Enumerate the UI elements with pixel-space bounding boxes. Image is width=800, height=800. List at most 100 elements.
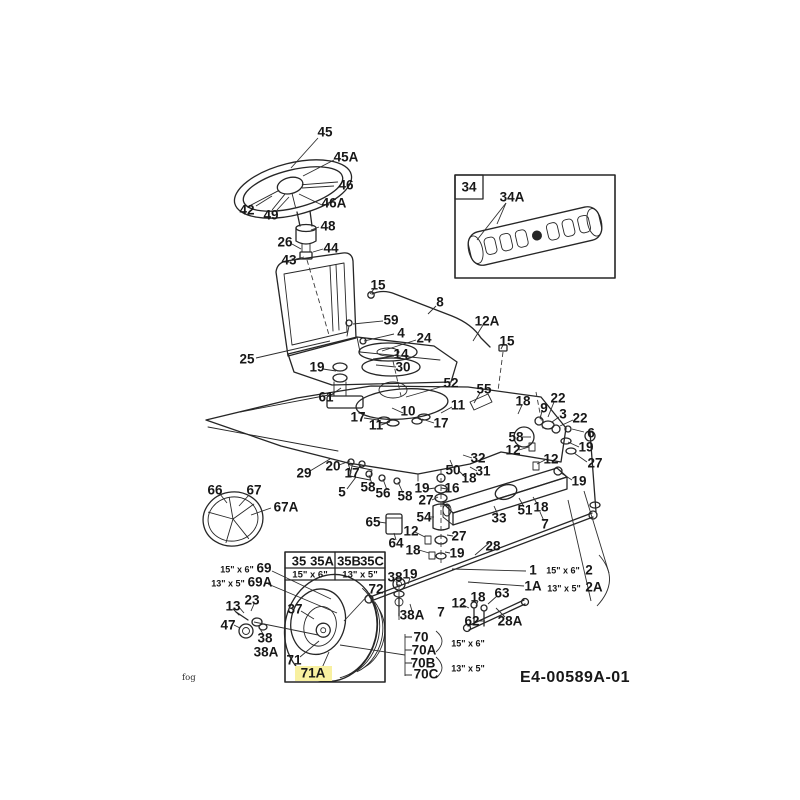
part-label-15: 15 (370, 278, 386, 293)
part-label-34a: 34A (500, 190, 525, 205)
leader-line (290, 137, 319, 169)
part-label-10: 10 (400, 404, 415, 419)
leader-line (363, 333, 395, 342)
part-label-49: 49 (263, 208, 278, 223)
leader-line (276, 196, 290, 211)
leader-line (380, 421, 391, 426)
part-label-24: 24 (416, 331, 432, 346)
part-label-28: 28 (485, 539, 501, 554)
leader-line (418, 549, 430, 554)
table-header-35a: 35A (310, 553, 334, 568)
leader-line (382, 478, 388, 491)
part-label-7: 7 (541, 517, 549, 532)
part-label-28a: 28A (498, 614, 523, 629)
leader-line (330, 387, 342, 396)
leader-line (473, 392, 481, 404)
part-label-56: 56 (375, 486, 391, 501)
part-label-70c: 70C (414, 667, 439, 682)
part-label-1: 1 (529, 563, 537, 578)
leader-line (346, 476, 357, 490)
part-label-58: 58 (508, 430, 524, 445)
leader-line (312, 248, 324, 253)
leader-line (309, 458, 331, 472)
part-label-20: 20 (325, 459, 340, 474)
part-label-27: 27 (587, 456, 602, 471)
leader-line (539, 410, 543, 420)
part-label-19: 19 (402, 567, 417, 582)
leader-line (573, 452, 588, 463)
leader-line (427, 487, 436, 490)
leader-line (381, 339, 417, 352)
leader-line (405, 385, 445, 398)
watermark-text: fog (182, 673, 196, 683)
part-label-19: 19 (309, 360, 324, 375)
leader-line (446, 534, 454, 537)
part-label-58: 58 (360, 480, 376, 495)
part-label-70b: 70B (411, 656, 436, 671)
leader-line (238, 494, 250, 507)
leader-line (560, 472, 573, 481)
leader-line (407, 577, 411, 585)
part-label-22: 22 (550, 391, 565, 406)
part-label-38: 38 (387, 570, 403, 585)
leader-line (495, 607, 506, 618)
leader-line (567, 441, 580, 448)
size-label-13x5: 13" x 5" (547, 583, 581, 593)
leader-line (267, 583, 338, 614)
part-label-27: 27 (418, 493, 433, 508)
axis-lines (306, 259, 544, 620)
part-label-14: 14 (393, 347, 409, 362)
leader-line (421, 418, 435, 424)
part-label-19: 19 (578, 440, 593, 455)
leader-line (427, 305, 437, 315)
leader-line (496, 202, 507, 225)
part-label-72: 72 (368, 582, 383, 597)
leader-line (475, 600, 479, 607)
part-label-18: 18 (405, 543, 421, 558)
leader-line (393, 532, 397, 541)
part-label-71: 71 (286, 653, 302, 668)
leader-lines (219, 137, 588, 669)
leader-line (414, 531, 426, 538)
part-label-38a: 38A (400, 608, 425, 623)
leader-line (369, 288, 375, 295)
part-label-12a: 12A (475, 314, 500, 329)
part-label-22: 22 (572, 411, 587, 426)
part-label-7: 7 (437, 605, 445, 620)
axle-hardware-drawing (232, 608, 268, 639)
leader-line (363, 417, 379, 421)
leader-line (301, 185, 335, 189)
part-label-25: 25 (239, 352, 255, 367)
part-label-66: 66 (207, 483, 223, 498)
part-label-16: 16 (444, 481, 460, 496)
part-label-5: 5 (338, 485, 346, 500)
leader-line (291, 243, 302, 250)
part-label-48: 48 (320, 219, 336, 234)
part-label-15: 15 (499, 334, 515, 349)
part-label-67: 67 (246, 483, 261, 498)
part-label-29: 29 (296, 466, 311, 481)
leader-line (571, 428, 585, 433)
leader-line (372, 355, 395, 360)
leader-line (255, 340, 331, 359)
part-label-46a: 46A (322, 196, 347, 211)
leader-line (487, 595, 498, 605)
leader-line (255, 195, 273, 207)
highlight-71a-background (295, 666, 332, 681)
hubcap-drawing (202, 491, 264, 547)
part-label-19: 19 (414, 481, 429, 496)
leader-line (397, 481, 404, 494)
part-label-30: 30 (395, 360, 410, 375)
leader-line (310, 226, 320, 231)
part-label-2a: 2A (585, 580, 603, 595)
part-label-18: 18 (461, 471, 477, 486)
part-label-23: 23 (244, 593, 260, 608)
leader-line (451, 568, 527, 572)
part-label-19: 19 (571, 474, 586, 489)
leader-line (395, 580, 399, 587)
leader-line (532, 496, 539, 506)
leader-line (237, 605, 245, 614)
leader-line (375, 364, 397, 368)
part-label-52: 52 (443, 376, 458, 391)
